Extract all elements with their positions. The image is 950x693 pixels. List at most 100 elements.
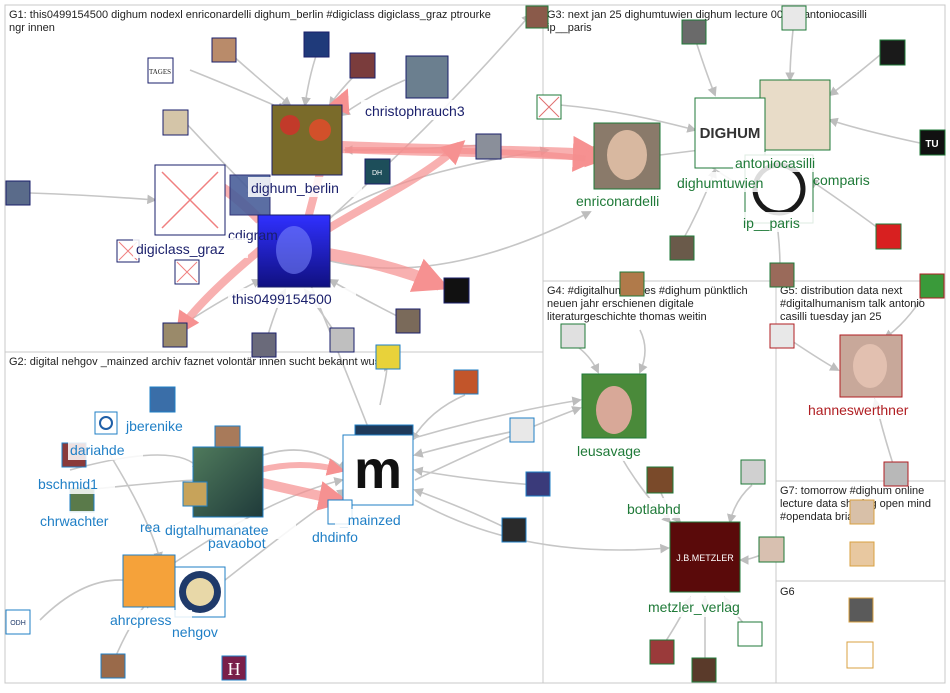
node-avatar[interactable] bbox=[849, 541, 875, 567]
label-ahrcpress: ahrcpress bbox=[110, 612, 171, 628]
node-avatar[interactable] bbox=[375, 344, 401, 370]
node-h-logo[interactable] bbox=[221, 655, 247, 681]
label-dighum-berlin: dighum_berlin bbox=[251, 180, 339, 196]
node-avatar[interactable] bbox=[395, 308, 421, 334]
node-logo[interactable] bbox=[879, 39, 906, 66]
g2-nodes: m ODH H jberenike dariahde bschmid1 chrw… bbox=[5, 344, 551, 681]
node-avatar[interactable] bbox=[560, 323, 586, 349]
node-avatar[interactable] bbox=[740, 459, 766, 485]
node-odh[interactable] bbox=[5, 609, 31, 635]
node-mainzed[interactable] bbox=[342, 434, 414, 506]
panel-g6 bbox=[775, 580, 946, 684]
tagesspiegel-logo: TAGES bbox=[149, 68, 171, 76]
face-shape bbox=[276, 226, 312, 274]
node-avatar[interactable] bbox=[769, 262, 795, 288]
edge bbox=[638, 329, 648, 374]
group-title-g4: G4: #digitalhumanities #dighum pünktlich… bbox=[547, 285, 748, 323]
node-avatar[interactable] bbox=[669, 235, 695, 261]
node-avatar[interactable] bbox=[919, 273, 945, 299]
label-bg bbox=[162, 519, 296, 539]
edge bbox=[109, 454, 163, 562]
node-avatar[interactable] bbox=[883, 461, 909, 487]
edge bbox=[414, 499, 670, 554]
edge bbox=[559, 104, 697, 133]
node-avatar[interactable] bbox=[251, 332, 277, 358]
label-bg bbox=[361, 100, 489, 120]
node-eagle[interactable] bbox=[303, 31, 330, 58]
face-shape bbox=[596, 386, 632, 434]
node-avatar[interactable] bbox=[848, 597, 874, 623]
label-bg bbox=[646, 597, 764, 617]
label-christophrauch3: christophrauch3 bbox=[365, 103, 465, 119]
label-bg bbox=[806, 399, 944, 419]
node-avatar[interactable] bbox=[619, 271, 645, 297]
node-avatar[interactable] bbox=[329, 327, 355, 353]
node-avatar[interactable] bbox=[349, 52, 376, 79]
node-avatar[interactable] bbox=[501, 517, 527, 543]
node-avatar[interactable] bbox=[525, 471, 551, 497]
node-dariah-logo[interactable] bbox=[94, 411, 118, 435]
label-bg bbox=[674, 172, 784, 192]
node-avatar[interactable] bbox=[162, 109, 189, 136]
label-comparis: comparis bbox=[813, 172, 870, 188]
node-avatar[interactable] bbox=[100, 653, 126, 679]
label-leusavage: leusavage bbox=[577, 443, 641, 459]
node-avatar[interactable] bbox=[849, 499, 875, 525]
node-tu-logo[interactable] bbox=[919, 129, 946, 156]
missing-image-icon bbox=[161, 171, 219, 229]
edge bbox=[413, 429, 521, 458]
group-title-g6: G6 bbox=[780, 586, 795, 598]
edge-strong bbox=[259, 458, 346, 476]
label-ip-paris: ip__paris bbox=[743, 215, 800, 231]
node-avatar[interactable] bbox=[5, 180, 31, 206]
edge bbox=[189, 69, 287, 112]
edge bbox=[785, 29, 795, 82]
label-bg bbox=[733, 152, 837, 172]
node-christophrauch3[interactable] bbox=[405, 55, 449, 99]
node-avatar[interactable] bbox=[649, 639, 675, 665]
node-avatar[interactable] bbox=[781, 5, 807, 31]
node-dh[interactable] bbox=[364, 158, 391, 185]
node-logo[interactable] bbox=[453, 369, 479, 395]
metzler-logo-text: J.B.METZLER bbox=[676, 553, 734, 563]
node-avatar[interactable] bbox=[509, 417, 535, 443]
node-metzler-verlag[interactable] bbox=[669, 521, 741, 593]
group-title-g3: G3: next jan 25 dighumtuwien dighum lect… bbox=[547, 9, 867, 34]
label-bg bbox=[335, 509, 417, 529]
label-this0499154500: this0499154500 bbox=[232, 291, 332, 307]
label-digiclass-graz: digiclass_graz bbox=[136, 241, 225, 257]
label-bg bbox=[625, 498, 695, 518]
node-tagesspiegel[interactable] bbox=[147, 57, 174, 84]
g1-nodes: TAGES DH christophrauch3 dighum_berlin c… bbox=[5, 31, 502, 358]
label-chrwachter: chrwachter bbox=[40, 513, 109, 529]
node-avatar[interactable] bbox=[149, 386, 176, 413]
group-title-g1: G1: this0499154500 dighum nodexl enricon… bbox=[9, 9, 491, 34]
flower-icon bbox=[99, 416, 113, 430]
edge bbox=[828, 117, 921, 144]
node-logo[interactable] bbox=[846, 641, 874, 669]
edge bbox=[727, 484, 753, 524]
node-botlabhd[interactable] bbox=[646, 466, 674, 494]
node-logo[interactable] bbox=[737, 621, 763, 647]
node-avatar[interactable] bbox=[758, 536, 785, 563]
node-logo[interactable] bbox=[875, 223, 902, 250]
node-avatar[interactable] bbox=[691, 657, 717, 683]
node-avatar[interactable] bbox=[182, 481, 208, 507]
node-avatar[interactable] bbox=[162, 322, 188, 348]
g6-nodes bbox=[846, 597, 874, 669]
edge bbox=[29, 192, 157, 205]
label-bg bbox=[575, 441, 657, 461]
node-avatar[interactable] bbox=[525, 5, 549, 29]
node-avatar[interactable] bbox=[681, 19, 707, 45]
node-dark-logo[interactable] bbox=[443, 277, 470, 304]
node-antoniocasilli[interactable] bbox=[759, 79, 831, 151]
node-avatar[interactable] bbox=[475, 133, 502, 160]
label-jberenike: jberenike bbox=[125, 418, 183, 434]
label-bg bbox=[108, 610, 192, 630]
node-avatar[interactable] bbox=[211, 37, 237, 63]
node-dighum-berlin[interactable] bbox=[271, 104, 343, 176]
node-avatar[interactable] bbox=[769, 323, 795, 349]
edge bbox=[413, 488, 511, 531]
node-ahrcpress[interactable] bbox=[122, 554, 176, 608]
